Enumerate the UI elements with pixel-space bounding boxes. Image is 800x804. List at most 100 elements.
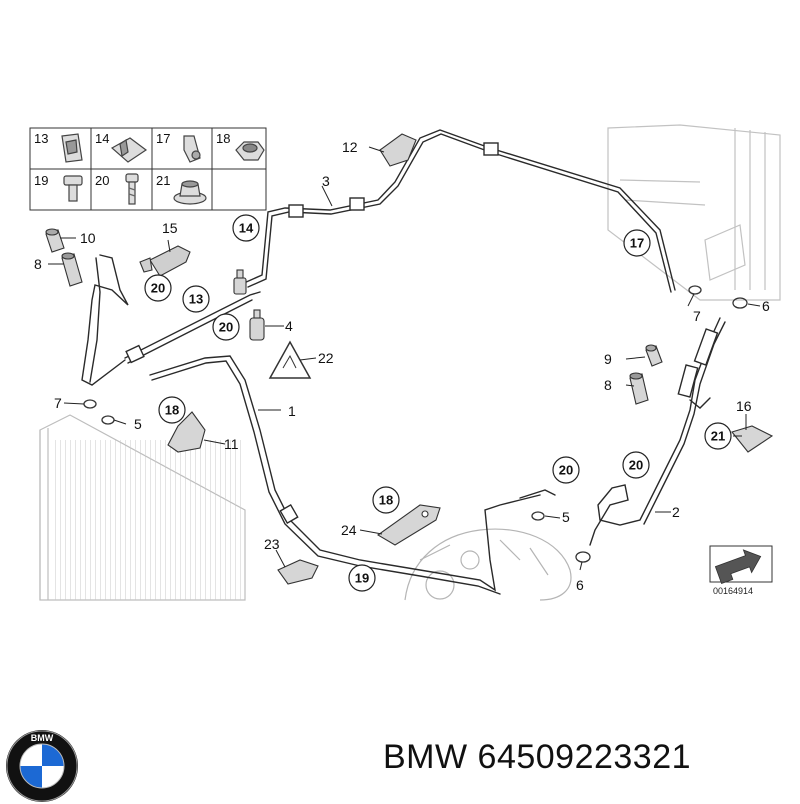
callout-circle-20-c bbox=[552, 456, 580, 484]
hex-nut-icon bbox=[235, 141, 265, 161]
parts-grid bbox=[29, 127, 267, 211]
callout-21: 21 bbox=[711, 429, 725, 444]
part-15-clip bbox=[139, 245, 191, 277]
callout-circle-18-left bbox=[158, 396, 186, 424]
grid-label-13: 13 bbox=[34, 131, 48, 146]
grid-label-17: 17 bbox=[156, 131, 170, 146]
callout-13: 13 bbox=[189, 292, 203, 307]
callout-17: 17 bbox=[630, 236, 644, 251]
clip-icon bbox=[61, 133, 83, 163]
callout-circle-13 bbox=[182, 285, 210, 313]
callout-23: 23 bbox=[264, 536, 280, 552]
line-1 bbox=[149, 355, 541, 592]
part-8-valve-right bbox=[629, 372, 649, 405]
callout-circle-20-b bbox=[212, 313, 240, 341]
hose-clip-icon bbox=[183, 135, 201, 163]
callout-numbers: 1 2 3 4 5 5 6 6 7 7 8 8 9 10 11 12 15 16… bbox=[34, 139, 770, 593]
grid-cell-17: 17 bbox=[156, 131, 201, 163]
callout-20-d: 20 bbox=[629, 458, 643, 473]
callout-circle-14 bbox=[232, 214, 260, 242]
callout-20-b: 20 bbox=[219, 320, 233, 335]
line-13 bbox=[124, 291, 261, 359]
bmw-logo-icon: BMW bbox=[6, 730, 78, 802]
grid-label-19: 19 bbox=[34, 173, 48, 188]
callout-circle-19 bbox=[348, 564, 376, 592]
callout-8-left: 8 bbox=[34, 256, 42, 272]
part-12-bracket bbox=[379, 133, 417, 167]
callout-6-bottom: 6 bbox=[576, 577, 584, 593]
circled-callouts bbox=[144, 214, 732, 592]
circled-callout-labels: 13 14 17 18 18 19 20 20 20 20 21 bbox=[151, 221, 725, 586]
grid-cell-21: 21 bbox=[156, 173, 207, 205]
condenser-ghost bbox=[39, 414, 246, 601]
callout-5-bottom: 5 bbox=[562, 509, 570, 525]
callout-20-c: 20 bbox=[559, 463, 573, 478]
drawing-number: 00164914 bbox=[713, 586, 753, 596]
screw-icon bbox=[125, 173, 139, 205]
refrigerant-lines bbox=[81, 129, 726, 595]
leader-lines bbox=[48, 146, 761, 571]
part-10-cap bbox=[45, 228, 65, 253]
callout-22: 22 bbox=[318, 350, 334, 366]
line-3 bbox=[243, 129, 676, 291]
callout-5-left: 5 bbox=[134, 416, 142, 432]
callout-18-mid: 18 bbox=[379, 493, 393, 508]
o-ring-5-bottom bbox=[531, 511, 545, 521]
callout-16: 16 bbox=[736, 398, 752, 414]
part-24-bracket bbox=[376, 504, 441, 546]
pressure-sensor-top bbox=[233, 269, 247, 295]
grid-label-14: 14 bbox=[95, 131, 109, 146]
callout-15: 15 bbox=[162, 220, 178, 236]
grid-cell-14: 14 bbox=[95, 131, 148, 163]
callout-7-left: 7 bbox=[54, 395, 62, 411]
o-ring-6-right bbox=[732, 297, 748, 309]
grid-label-18: 18 bbox=[216, 131, 230, 146]
line-2 bbox=[589, 317, 721, 546]
grid-cell-18: 18 bbox=[216, 131, 265, 161]
callout-12: 12 bbox=[342, 139, 358, 155]
grid-cell-19: 19 bbox=[34, 173, 83, 202]
logo-lettering: BMW bbox=[31, 733, 54, 743]
part-18-bracket-mid bbox=[167, 411, 206, 453]
part-number-caption: BMW 64509223321 bbox=[383, 738, 692, 776]
callout-9: 9 bbox=[604, 351, 612, 367]
bracket-clip-icon bbox=[110, 137, 148, 163]
direction-arrow-icon bbox=[714, 549, 762, 584]
o-ring-5-left bbox=[101, 415, 115, 425]
grid-cell-13: 13 bbox=[34, 131, 83, 163]
callout-4: 4 bbox=[285, 318, 293, 334]
callout-19: 19 bbox=[355, 571, 369, 586]
callout-circle-20-a bbox=[144, 274, 172, 302]
hose-left bbox=[81, 254, 129, 386]
callout-18-left: 18 bbox=[165, 403, 179, 418]
callout-circle-17 bbox=[623, 229, 651, 257]
direction-indicator: 00164914 bbox=[709, 545, 773, 596]
radiator-ghost bbox=[607, 124, 781, 301]
part-16-bracket bbox=[731, 425, 774, 453]
grid-label-20: 20 bbox=[95, 173, 109, 188]
callout-14: 14 bbox=[239, 221, 254, 236]
grid-label-21: 21 bbox=[156, 173, 170, 188]
part-9-cap-right bbox=[645, 344, 663, 367]
compressor-ghost bbox=[404, 528, 572, 601]
callout-24: 24 bbox=[341, 522, 357, 538]
callout-7-right: 7 bbox=[693, 308, 701, 324]
callout-circle-20-d bbox=[622, 451, 650, 479]
part-23-clip bbox=[277, 559, 319, 585]
o-ring-7-left bbox=[83, 399, 97, 409]
callout-8-right: 8 bbox=[604, 377, 612, 393]
callout-circle-21 bbox=[704, 422, 732, 450]
part-8-valve-left bbox=[61, 252, 83, 287]
callout-circle-18-mid bbox=[372, 486, 400, 514]
callout-10: 10 bbox=[80, 230, 96, 246]
callout-3: 3 bbox=[322, 173, 330, 189]
callout-1: 1 bbox=[288, 403, 296, 419]
callout-2: 2 bbox=[672, 504, 680, 520]
o-ring-6-bottom bbox=[575, 551, 591, 563]
collar-nut-icon bbox=[173, 180, 207, 205]
callout-6-right: 6 bbox=[762, 298, 770, 314]
callout-11: 11 bbox=[224, 436, 239, 452]
bolt-icon bbox=[63, 175, 83, 202]
part-4-switch bbox=[249, 309, 265, 341]
